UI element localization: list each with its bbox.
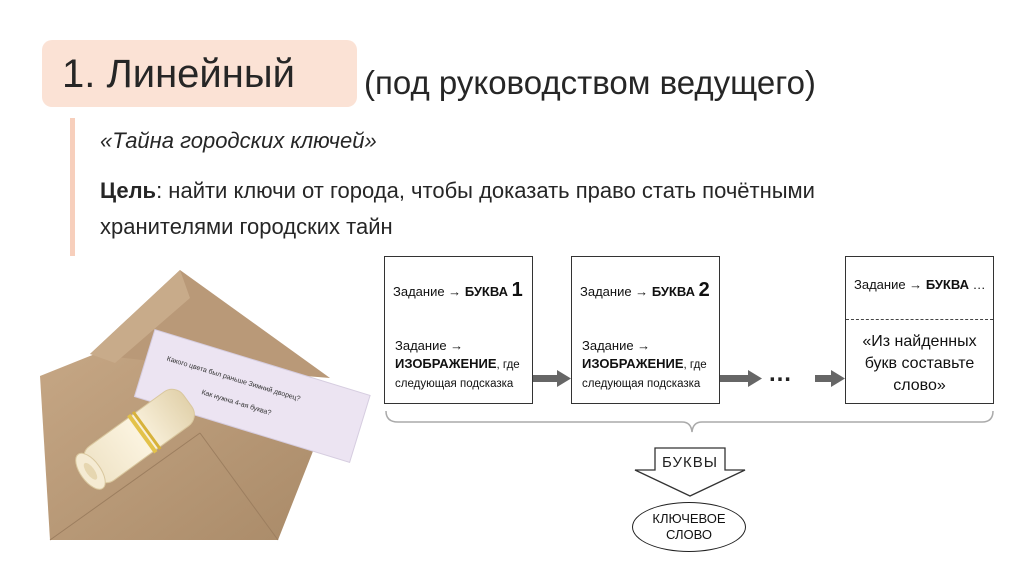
- task-label: Задание →: [854, 277, 923, 292]
- goal-label: Цель: [100, 178, 157, 203]
- task-label: Задание →: [582, 338, 651, 353]
- slide-subtitle: (под руководством ведущего): [364, 64, 816, 101]
- letters-label: БУКВЫ: [661, 454, 719, 471]
- task-label: Задание →: [395, 338, 464, 353]
- task-box-2: Задание → БУКВА 2 Задание → ИЗОБРАЖЕНИЕ,…: [571, 256, 720, 404]
- letter-label: БУКВА: [464, 284, 508, 299]
- letter-ellipsis: …: [972, 277, 986, 292]
- task-box-final: Задание → БУКВА … «Из найденных букв сос…: [845, 256, 994, 404]
- scroll: [75, 388, 195, 490]
- image-label: ИЗОБРАЖЕНИЕ: [582, 356, 684, 371]
- letter-label: БУКВА: [925, 277, 969, 292]
- goal-description: : найти ключи от города, чтобы доказать …: [100, 178, 815, 239]
- keyword-ellipse: КЛЮЧЕВОЕ СЛОВО: [632, 502, 746, 552]
- keyword-text: КЛЮЧЕВОЕ СЛОВО: [652, 511, 726, 542]
- arrows: [533, 370, 845, 387]
- arrow-right-icon: [815, 370, 845, 387]
- down-arrow-icon: [634, 447, 746, 497]
- task-box-1: Задание → БУКВА 1 Задание → ИЗОБРАЖЕНИЕ,…: [384, 256, 533, 404]
- dashed-divider: [846, 319, 993, 320]
- title-highlight: [42, 40, 357, 107]
- image-suffix: , где: [496, 359, 520, 371]
- accent-bar: [70, 118, 75, 256]
- letter-number: 2: [698, 279, 710, 301]
- letter-label: БУКВА: [651, 284, 695, 299]
- arrow-right-icon: [533, 370, 571, 387]
- hint-text: следующая подсказка: [582, 378, 701, 390]
- hint-text: следующая подсказка: [395, 378, 514, 390]
- ellipsis: …: [768, 360, 794, 387]
- task-label: Задание →: [580, 284, 649, 299]
- final-instruction: «Из найденных букв составьте слово»: [862, 333, 977, 394]
- curly-brace: [385, 410, 994, 433]
- riddle-card: Какого цвета был раньше Зимний дворец? К…: [133, 329, 371, 463]
- arrow-right-icon: [720, 370, 762, 387]
- image-label: ИЗОБРАЖЕНИЕ: [395, 356, 497, 371]
- slide-title: 1. Линейный: [62, 52, 295, 96]
- envelope-photo: Какого цвета был раньше Зимний дворец? К…: [40, 270, 371, 541]
- quest-name: «Тайна городских ключей»: [100, 128, 377, 153]
- goal-text: Цель: найти ключи от города, чтобы доказ…: [100, 173, 860, 245]
- letter-number: 1: [511, 279, 523, 301]
- task-label: Задание →: [393, 284, 462, 299]
- image-suffix: , где: [683, 359, 707, 371]
